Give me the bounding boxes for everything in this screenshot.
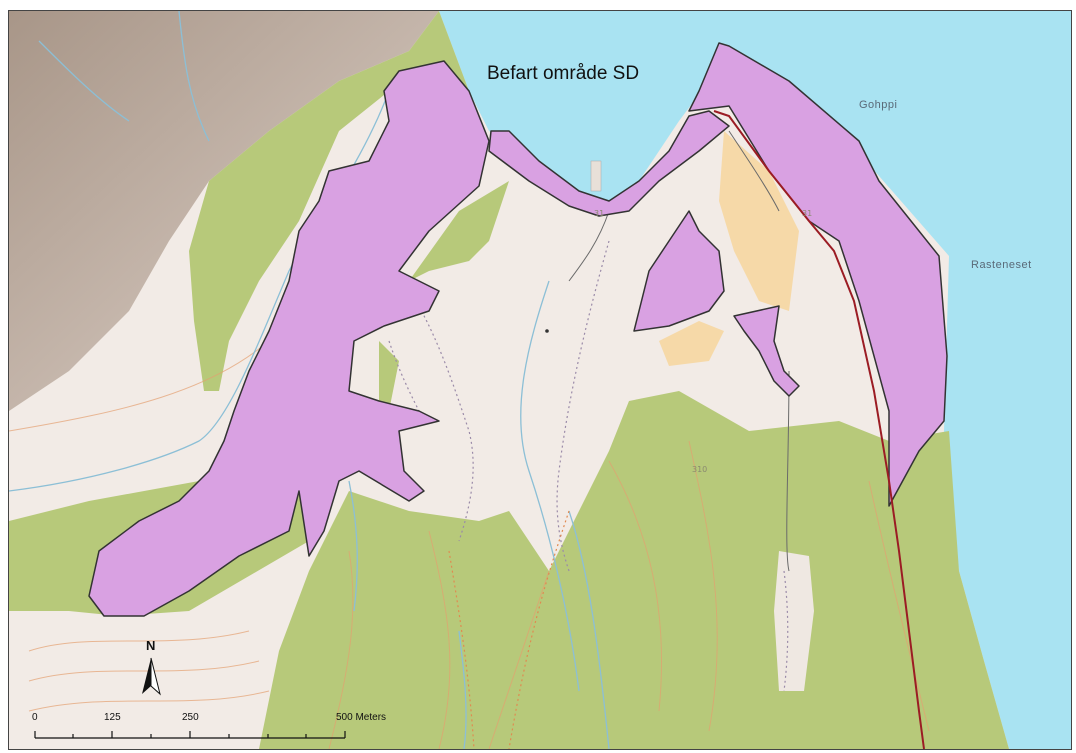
surveyed-area-shore — [488, 110, 730, 217]
surveyed-area-west — [88, 60, 490, 617]
north-arrow-icon — [142, 657, 161, 696]
map-title: Befart område SD — [487, 63, 640, 84]
spot-height-label: 31 — [594, 209, 605, 218]
contour-lines — [9, 340, 930, 749]
north-label: N — [146, 638, 156, 653]
scale-tick-label: 500 Meters — [336, 712, 387, 723]
tracks — [568, 130, 790, 572]
scale-bar — [34, 731, 346, 739]
forest-northwest — [189, 11, 469, 391]
track-orange — [448, 510, 570, 749]
spot-height-label: 31 — [802, 209, 813, 218]
surveyed-area-east — [688, 42, 948, 507]
spot-height-label: 310 — [692, 465, 708, 474]
forest-west-strip — [379, 341, 399, 411]
forest-inlet — [409, 181, 509, 281]
scale-tick-label: 0 — [32, 712, 38, 723]
scale-tick-label: 125 — [104, 712, 121, 723]
road — [713, 110, 925, 749]
surveyed-areas[interactable] — [88, 42, 948, 617]
place-label-gohppi: Gohppi — [859, 99, 898, 111]
map-frame: Befart område SD Gohppi Rasteneset 31 31… — [8, 10, 1072, 750]
surveyed-area-small — [733, 305, 800, 397]
sea-area — [439, 11, 1071, 749]
place-label-rasteneset: Rasteneset — [971, 259, 1032, 271]
building-marker — [545, 329, 549, 333]
surveyed-area-center — [633, 210, 725, 332]
scale-tick-label: 250 — [182, 712, 199, 723]
mountain-terrain — [9, 11, 439, 411]
forest-south — [259, 391, 1009, 749]
cultivated-land — [719, 131, 799, 311]
cultivated-land-small — [659, 321, 724, 366]
open-patch-south — [774, 551, 814, 691]
map-canvas[interactable] — [9, 11, 1071, 749]
jetty — [590, 160, 602, 192]
